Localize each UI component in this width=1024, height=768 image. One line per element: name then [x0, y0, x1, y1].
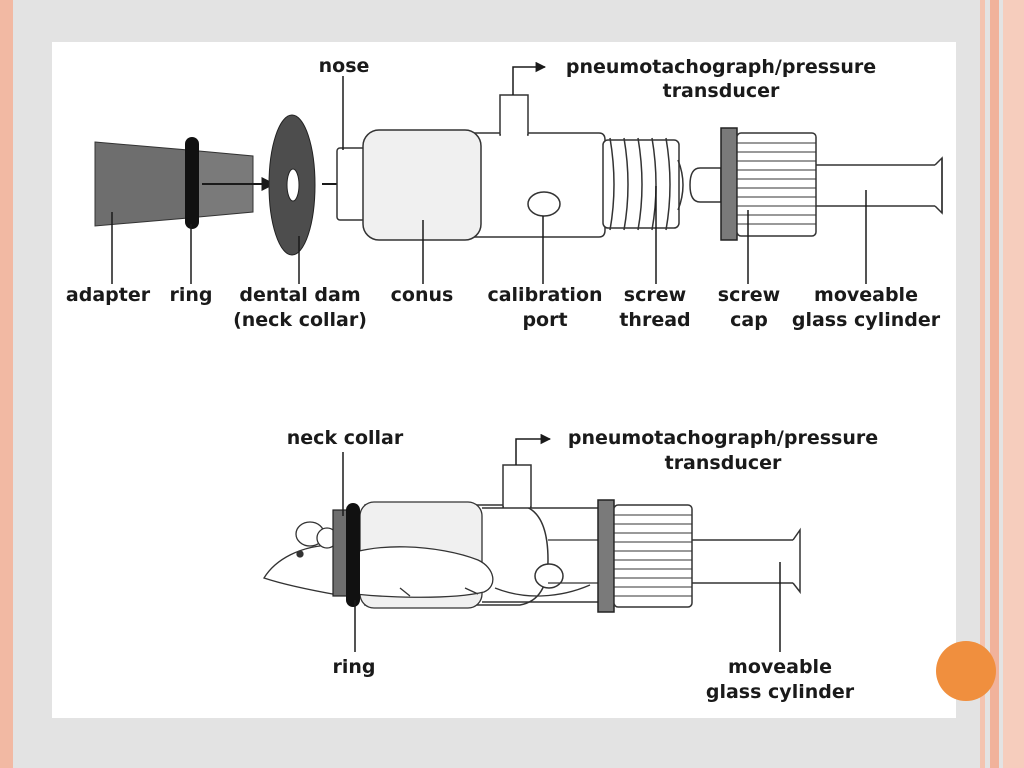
adapter-part: [94, 141, 189, 227]
label-dental-dam-line2: (neck collar): [233, 309, 367, 331]
right-decor-stripe: [1003, 0, 1024, 768]
screw-thread-part: [602, 137, 684, 231]
glass-cylinder-part: [816, 156, 943, 215]
label-cylinder-bottom-line1: moveable: [728, 656, 832, 678]
assembled-calibration-port: [534, 563, 564, 589]
label-glass-cylinder-line2: glass cylinder: [792, 309, 941, 331]
mouse-icon: [263, 521, 591, 598]
figure-panel: nose pneumotachograph/pressure transduce…: [52, 42, 956, 718]
dental-dam-hole: [286, 168, 300, 202]
label-neck-collar: neck collar: [287, 427, 404, 449]
calibration-port: [527, 191, 561, 217]
label-nose: nose: [319, 55, 370, 77]
label-screw-thread-line2: thread: [619, 309, 690, 331]
nose-part: [336, 147, 366, 221]
assembled-ring: [346, 503, 360, 607]
conus-part: [362, 129, 482, 241]
label-screw-cap-line2: cap: [730, 309, 768, 331]
ring-part: [185, 137, 199, 229]
top-diagram: nose pneumotachograph/pressure transduce…: [66, 55, 943, 331]
right-decor-stripe: [990, 0, 999, 768]
leader-output-bottom: [515, 433, 552, 465]
label-glass-cylinder-line1: moveable: [814, 284, 918, 306]
outlet-pipe: [499, 94, 529, 136]
label-cylinder-bottom-line2: glass cylinder: [706, 681, 855, 703]
label-conus: conus: [391, 284, 454, 306]
assembled-glass-cylinder: [692, 527, 801, 595]
assembled-neck-collar: [332, 509, 348, 597]
decor-orange-circle: [936, 641, 996, 701]
plethysmograph-figure: nose pneumotachograph/pressure transduce…: [66, 55, 943, 703]
label-output-line1: pneumotachograph/pressure: [566, 56, 876, 78]
assembled-screw-cap: [613, 504, 693, 608]
leader-output: [512, 61, 547, 95]
screw-cap-part: [736, 132, 817, 237]
cylinder-stub: [689, 167, 722, 203]
label-ring: ring: [169, 284, 212, 306]
bottom-diagram: neck collar pneumotachograph/pressure tr…: [263, 427, 878, 703]
label-calibration-line1: calibration: [487, 284, 602, 306]
label-adapter: adapter: [66, 284, 151, 306]
left-decor-stripe: [0, 0, 13, 768]
label-output-line2: transducer: [663, 80, 780, 102]
label-output-bottom-line1: pneumotachograph/pressure: [568, 427, 878, 449]
label-calibration-line2: port: [522, 309, 567, 331]
label-dental-dam-line1: dental dam: [239, 284, 360, 306]
body-tube: [474, 132, 606, 238]
label-output-bottom-line2: transducer: [665, 452, 782, 474]
screw-cap-ring: [720, 127, 738, 241]
right-decor-stripe: [980, 0, 985, 768]
label-ring-bottom: ring: [332, 656, 375, 678]
label-screw-cap-line1: screw: [718, 284, 780, 306]
assembled-outlet-pipe: [502, 464, 532, 508]
assembled-cap-ring: [597, 499, 615, 613]
label-screw-thread-line1: screw: [624, 284, 686, 306]
